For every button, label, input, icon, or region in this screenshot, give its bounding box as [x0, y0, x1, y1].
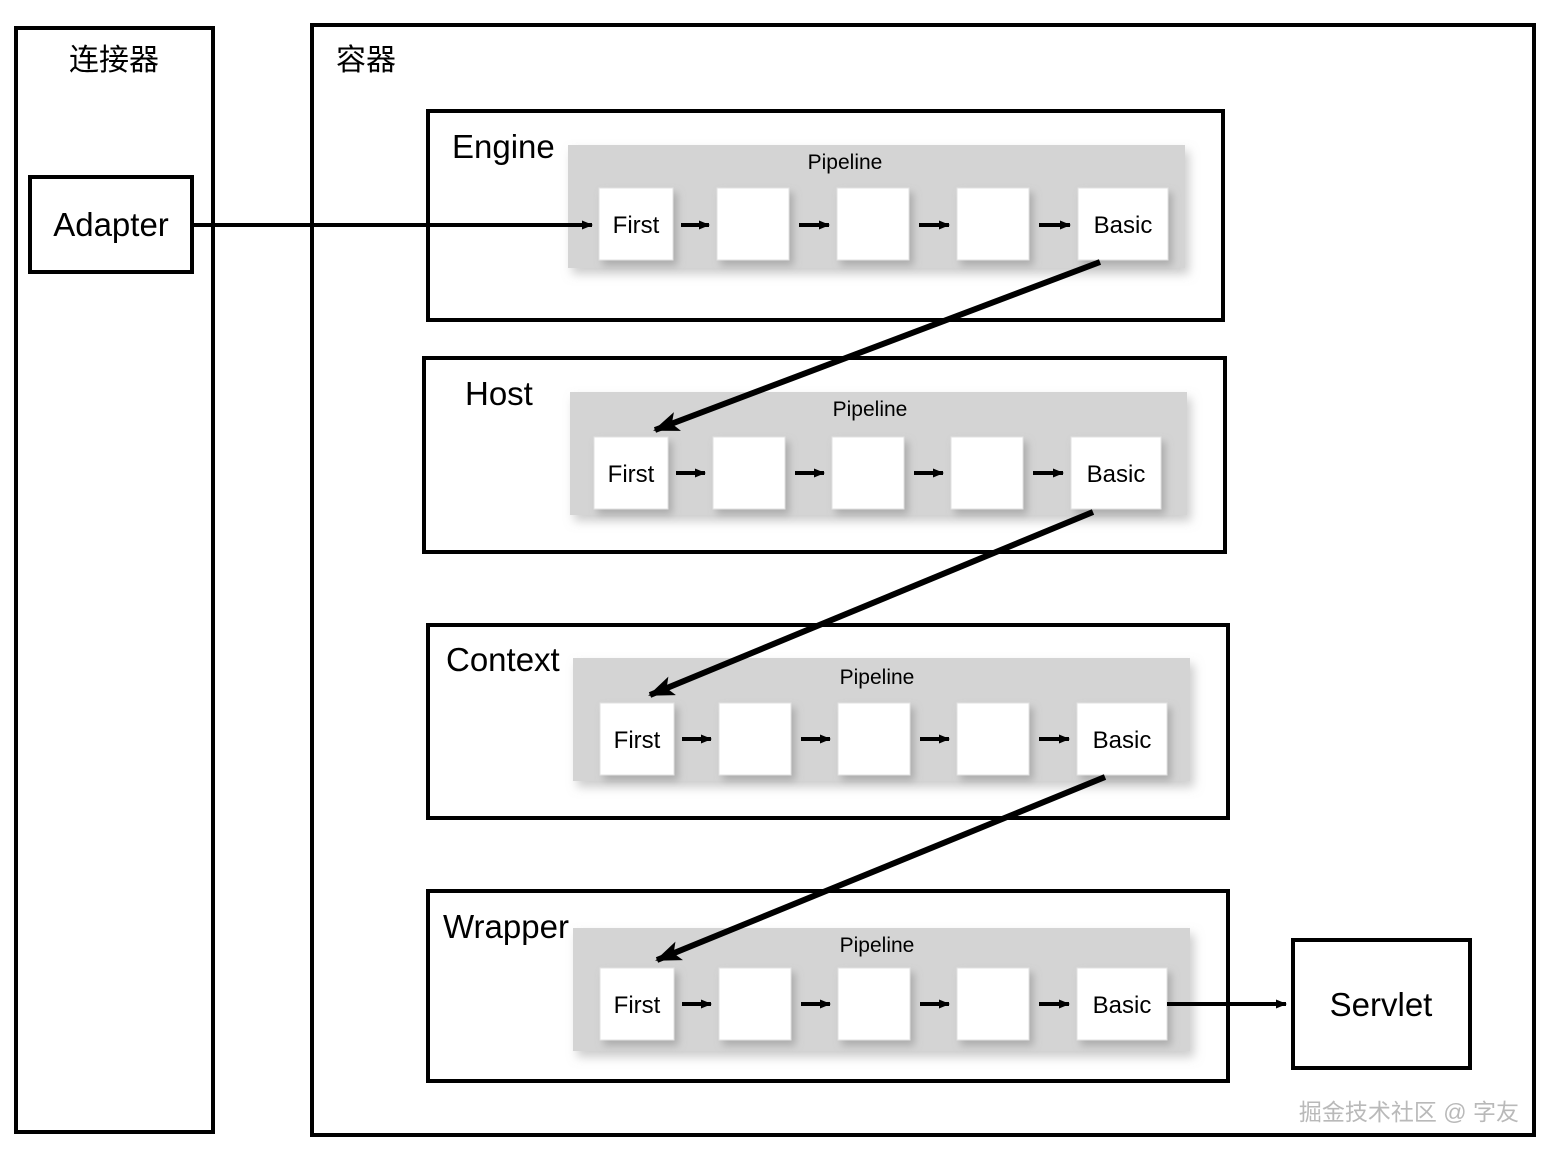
engine-label: Engine: [452, 128, 555, 165]
adapter-box[interactable]: [28, 175, 194, 274]
wrapper-pipeline-label: Pipeline: [840, 934, 915, 957]
servlet-node[interactable]: Servlet: [1291, 938, 1472, 1070]
context-valve-2[interactable]: [718, 702, 792, 776]
engine-pipeline-label: Pipeline: [808, 151, 883, 174]
host-pipeline-label: Pipeline: [833, 398, 908, 421]
wrapper-valve-3[interactable]: [837, 967, 911, 1041]
host-valve-4[interactable]: [950, 436, 1024, 510]
host-valve-first-label: First: [608, 461, 655, 488]
host-valve-basic[interactable]: [1070, 436, 1162, 510]
section-wrapper: Wrapper Pipeline First Basic: [426, 889, 1230, 1083]
context-valve-3[interactable]: [837, 702, 911, 776]
engine-valve-2[interactable]: [716, 187, 790, 261]
engine-valve-basic[interactable]: [1077, 187, 1169, 261]
wrapper-valve-basic-label: Basic: [1093, 992, 1152, 1019]
wrapper-valve-basic[interactable]: [1076, 967, 1168, 1041]
context-pipeline: Pipeline First Basic: [573, 658, 1190, 781]
servlet-box[interactable]: [1291, 938, 1472, 1070]
host-valve-2[interactable]: [712, 436, 786, 510]
section-host: Host Pipeline First Basic: [422, 356, 1227, 554]
adapter-node[interactable]: Adapter: [28, 175, 194, 274]
wrapper-valve-first[interactable]: [599, 967, 675, 1041]
host-valve-basic-label: Basic: [1087, 461, 1146, 488]
engine-valve-first-label: First: [613, 212, 660, 239]
host-pipeline: Pipeline First Basic: [570, 392, 1187, 515]
engine-valve-first[interactable]: [598, 187, 674, 261]
adapter-label: Adapter: [53, 206, 169, 243]
context-label: Context: [446, 641, 560, 678]
wrapper-valve-first-label: First: [614, 992, 661, 1019]
context-valve-basic[interactable]: [1076, 702, 1168, 776]
engine-pipeline: Pipeline First Basic: [568, 145, 1185, 268]
context-to-wrapper-arrow: [655, 774, 1107, 963]
engine-valve-3[interactable]: [836, 187, 910, 261]
section-engine: Engine Pipeline First Basic: [426, 109, 1225, 322]
wrapper-valve-2[interactable]: [718, 967, 792, 1041]
context-valve-first-label: First: [614, 727, 661, 754]
wrapper-pipeline: Pipeline First Basic: [573, 928, 1190, 1051]
wrapper-label: Wrapper: [443, 908, 569, 945]
context-valve-basic-label: Basic: [1093, 727, 1152, 754]
context-pipeline-label: Pipeline: [840, 666, 915, 689]
engine-valve-4[interactable]: [956, 187, 1030, 261]
connector-panel-title: 连接器: [69, 44, 159, 77]
watermark-text: 掘金技术社区 @ 字友: [1299, 1099, 1519, 1125]
context-valve-first[interactable]: [599, 702, 675, 776]
host-label: Host: [465, 375, 533, 412]
host-valve-3[interactable]: [831, 436, 905, 510]
wrapper-valve-4[interactable]: [956, 967, 1030, 1041]
host-to-context-arrow: [648, 509, 1095, 698]
section-context: Context Pipeline First Basic: [426, 623, 1230, 820]
context-valve-4[interactable]: [956, 702, 1030, 776]
servlet-label: Servlet: [1330, 986, 1433, 1023]
engine-to-host-arrow: [653, 259, 1102, 433]
container-panel-title: 容器: [336, 44, 396, 77]
host-valve-first[interactable]: [593, 436, 669, 510]
engine-valve-basic-label: Basic: [1094, 212, 1153, 239]
